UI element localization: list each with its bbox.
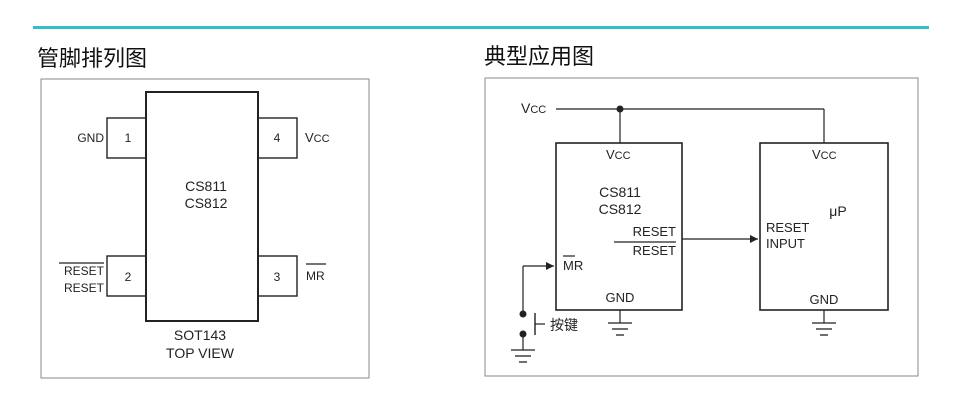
chip-name-2: CS812: [185, 195, 228, 211]
micro-name: μP: [829, 203, 846, 219]
pinout-frame: [40, 78, 370, 379]
vcc-rail-label: VCC: [521, 100, 546, 116]
chip-gnd-label: GND: [606, 290, 635, 305]
pin-1-pad: [106, 117, 147, 159]
micro-vcc-label: VCC: [812, 147, 837, 162]
pinout-title: 管脚排列图: [37, 47, 148, 72]
pin-4-label-sub: CC: [314, 133, 330, 145]
pin-4-number: 4: [274, 131, 281, 145]
pin-1-number: 1: [125, 131, 132, 145]
app-chip-name-1: CS811: [599, 184, 641, 200]
chip-body: [145, 91, 259, 322]
chip-mr-label: MR: [563, 258, 583, 273]
pin-3-number: 3: [274, 270, 281, 284]
chip-vcc-label: VCC: [606, 147, 631, 162]
package-name: SOT143: [174, 327, 226, 343]
supervisor-chip-box: [555, 142, 683, 311]
button-contact-bottom: [519, 330, 527, 338]
application-diagram: [484, 77, 919, 377]
application-frame: [484, 77, 919, 377]
chip-reset-bar-label: RESET: [633, 224, 676, 239]
package-view: TOP VIEW: [166, 345, 235, 361]
pin-2-number: 2: [125, 270, 132, 284]
pin-4-label-main: V: [305, 130, 314, 145]
application-title: 典型应用图: [484, 45, 595, 70]
pin-4-pad: [257, 117, 298, 159]
button-contact-top: [519, 310, 527, 318]
pinout-diagram: [40, 78, 370, 379]
chip-name-1: CS811: [185, 178, 227, 194]
vcc-junction-dot: [616, 105, 624, 113]
pin-2-label-top: RESET: [64, 264, 105, 278]
micro-reset-input-2: INPUT: [766, 236, 805, 251]
chip-reset-label: RESET: [633, 243, 676, 258]
micro-reset-input-1: RESET: [766, 220, 809, 235]
pin-2-label-bottom: RESET: [64, 281, 105, 295]
micro-gnd-label: GND: [810, 292, 839, 307]
ground-symbol-chip: [608, 322, 632, 336]
pin-3-pad: [257, 255, 298, 297]
button-label: 按键: [550, 317, 578, 333]
ground-symbol-button: [511, 349, 535, 363]
top-accent-rule: [33, 26, 929, 29]
ground-symbol-micro: [812, 322, 836, 336]
pin-3-label: MR: [306, 269, 325, 283]
pin-4-label: VCC: [305, 130, 330, 145]
app-chip-name-2: CS812: [599, 201, 642, 217]
pin-2-pad: [106, 255, 147, 297]
pin-1-label: GND: [77, 131, 104, 145]
